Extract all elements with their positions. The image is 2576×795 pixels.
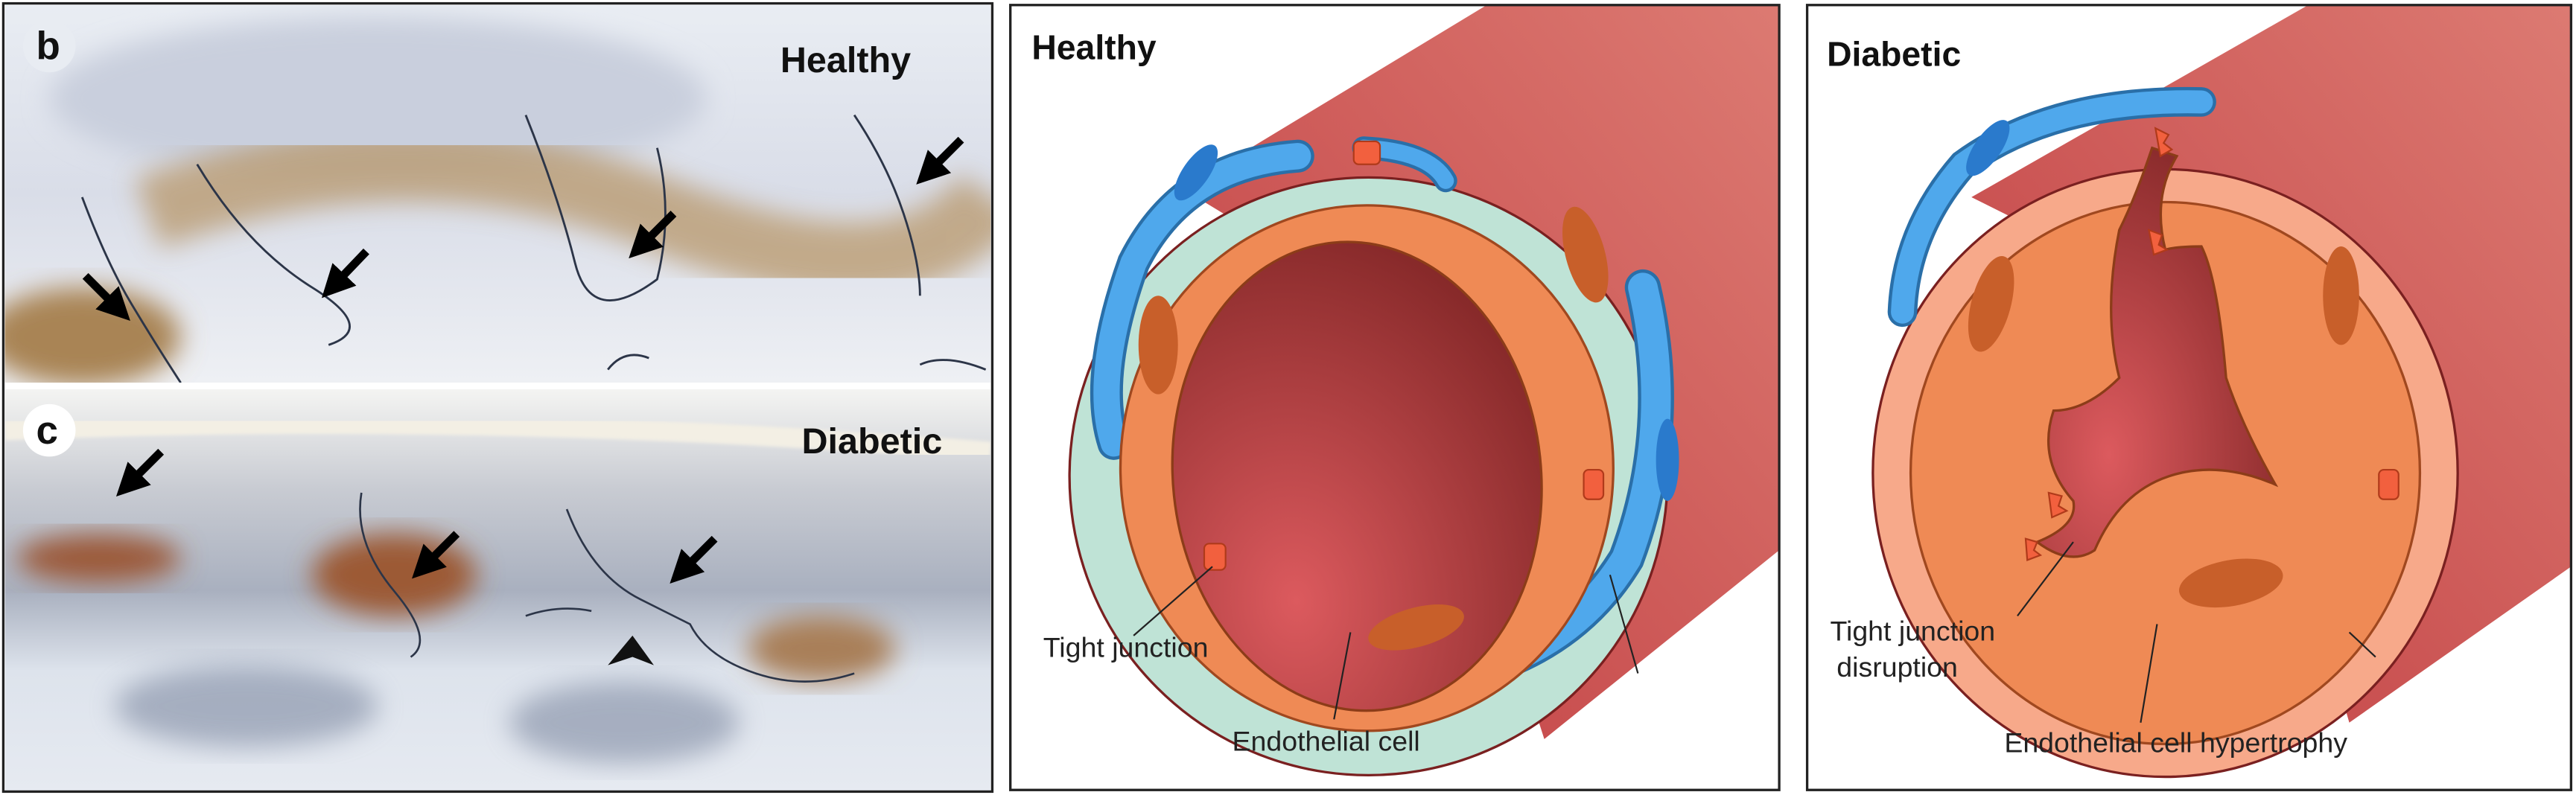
tight-junction [1352,140,1381,165]
photo-label-healthy: Healthy [780,40,911,80]
nucleus [1138,296,1178,395]
lumen [2035,146,2279,558]
leader-line [2017,541,2074,617]
diagram-frame-diabetic [1805,4,2573,791]
diagram-title-diabetic: Diabetic [1827,34,1961,73]
photo-frame [1,1,994,794]
nucleus [2179,558,2283,608]
tight-junction [2378,468,2400,500]
label-tight-junction-disruption-1: Tight junction [1830,615,1995,646]
nucleus [1562,206,1609,303]
diagram-diabetic [1807,4,2572,791]
photo-label-diabetic: Diabetic [802,421,943,462]
disrupted-junction [2154,127,2174,158]
nucleus [1966,120,2010,176]
panel-letter-badge-b [22,19,76,73]
photo-panel-diabetic [4,389,991,792]
tight-junction [1583,468,1605,500]
leader-line [1133,566,1213,636]
nucleus [1968,255,2014,352]
diagram-healthy [1010,4,1780,791]
nucleus [1368,604,1464,651]
disrupted-junction [2147,229,2169,256]
label-tight-junction-disruption-2: disruption [1836,651,1958,683]
label-tight-junction: Tight junction [1043,632,1209,663]
leader-line [2348,631,2376,658]
disrupted-junction [2047,491,2069,519]
label-endothelial-cell: Endothelial cell [1232,725,1419,756]
nucleus [1656,418,1679,501]
arrow-markers [82,136,964,321]
nucleus [1174,144,1218,201]
leader-line [2140,624,2158,723]
leader-line [1609,574,1639,674]
diagram-frame-healthy [1009,4,1781,791]
panel-letter-badge-c [22,403,76,457]
leader-line [1333,632,1352,720]
lumen [1171,240,1543,712]
nucleus [2323,246,2359,345]
label-endothelial-cell-hypertrophy: Endothelial cell hypertrophy [2004,727,2347,758]
nerve-fibers [80,114,987,383]
nerve-fibers [359,492,855,683]
arrowhead-marker [608,635,654,665]
panel-letter-c: c [36,409,58,453]
diagram-title-healthy: Healthy [1031,28,1157,67]
panel-letter-b: b [36,25,60,68]
photo-panel-healthy [4,4,991,383]
tight-junction [1203,543,1227,571]
disrupted-junction [2024,537,2043,561]
arrow-markers [115,448,718,584]
